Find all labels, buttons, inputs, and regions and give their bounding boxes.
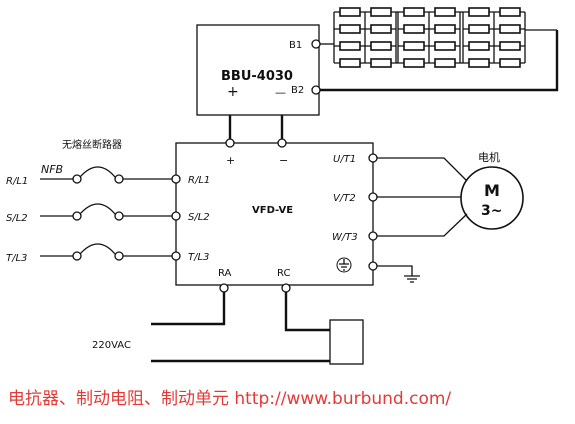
supply-label: 220VAC [92, 340, 131, 351]
terminal-b1 [311, 39, 321, 49]
resistor [339, 7, 361, 17]
terminal-ra [219, 283, 229, 293]
breaker-arc [79, 166, 116, 178]
brake-unit-plus-label: + [227, 84, 239, 100]
motor-wire-u [377, 157, 468, 182]
terminal-dc-plus [225, 138, 235, 148]
inverter-output-u-label: U/T1 [333, 154, 356, 165]
resistor [339, 24, 361, 34]
input-s-label: S/L2 [6, 213, 28, 224]
relay-load-box [329, 319, 364, 365]
breaker-contact [114, 174, 124, 184]
inverter-terminal-v [368, 192, 378, 202]
breaker-pole [40, 203, 172, 221]
resistor [370, 24, 392, 34]
inverter-input-t-label: T/L3 [188, 252, 209, 263]
relay-ra-label: RA [218, 268, 232, 279]
resistor [339, 41, 361, 51]
resistor [468, 7, 490, 17]
resistor [370, 41, 392, 51]
motor-title: 电机 [478, 150, 500, 164]
terminal-dc-minus [277, 138, 287, 148]
inverter-input-s-label: S/L2 [188, 212, 210, 223]
motor-phase: 3~ [481, 203, 502, 219]
breaker-pole [40, 243, 172, 261]
terminal-b2-label: B2 [291, 85, 304, 96]
breaker-contact [72, 211, 82, 221]
terminal-rc [281, 283, 291, 293]
resistor [434, 58, 456, 68]
resistor [434, 41, 456, 51]
resistor [468, 58, 490, 68]
brake-unit-box [196, 24, 320, 116]
inverter-ground-icon [336, 257, 352, 273]
resistor-bank [462, 7, 526, 68]
resistor [403, 58, 425, 68]
rc-wire [284, 292, 330, 332]
relay-rc-label: RC [277, 268, 290, 279]
breaker-poles [40, 166, 172, 261]
resistor-bank [397, 7, 463, 68]
inverter-terminal-w [368, 231, 378, 241]
bank-bus [397, 12, 461, 63]
breaker-title: 无熔丝断路器 [62, 138, 122, 151]
resistor-bank [333, 7, 398, 68]
motor-symbol: M [484, 181, 500, 200]
resistor [370, 58, 392, 68]
input-t-label: T/L3 [6, 253, 27, 264]
inverter-terminal-r [171, 174, 181, 184]
terminal-b1-label: B1 [289, 40, 302, 51]
inverter-terminal-ground [368, 261, 378, 271]
resistor [339, 58, 361, 68]
ground-icon [404, 275, 420, 283]
motor-wire-w [377, 213, 468, 237]
inverter-minus-label: − [279, 154, 288, 167]
ra-wire [151, 292, 226, 326]
breaker-contact [72, 251, 82, 261]
inverter-terminal-u [368, 153, 378, 163]
inverter-box [175, 142, 374, 286]
terminal-b2 [311, 85, 321, 95]
breaker-arc [79, 243, 116, 255]
inverter-terminal-s [171, 211, 181, 221]
footer-text: 电抗器、制动电阻、制动单元 http://www.burbund.com/ [8, 389, 451, 409]
resistor [370, 7, 392, 17]
inverter-plus-label: + [226, 154, 235, 167]
bank-bus [333, 12, 397, 63]
resistor [403, 24, 425, 34]
resistor [499, 24, 521, 34]
inverter-output-w-label: W/T3 [332, 232, 358, 243]
b2-wire [320, 30, 559, 92]
motor-circle [460, 166, 524, 230]
breaker-contact [114, 251, 124, 261]
resistor [434, 24, 456, 34]
resistor [434, 7, 456, 17]
inverter-input-r-label: R/L1 [188, 175, 210, 186]
breaker-pole [40, 166, 172, 184]
inverter-output-v-label: V/T2 [333, 193, 356, 204]
inverter-model: VFD-VE [252, 205, 293, 216]
brake-unit-minus-label: — [275, 86, 286, 99]
resistor [468, 41, 490, 51]
resistor [499, 41, 521, 51]
resistor [403, 7, 425, 17]
ground-wire [377, 265, 413, 276]
breaker-contact [114, 211, 124, 221]
breaker-contact [72, 174, 82, 184]
resistor [499, 7, 521, 17]
resistor [499, 58, 521, 68]
bank-bus [462, 12, 526, 63]
inverter-terminal-t [171, 251, 181, 261]
resistor [403, 41, 425, 51]
input-r-label: R/L1 [6, 176, 28, 187]
brake-unit-model: BBU-4030 [221, 69, 293, 84]
breaker-arc [79, 203, 116, 215]
resistor [468, 24, 490, 34]
braking-resistor-banks [333, 7, 557, 68]
breaker-label: NFB [41, 163, 63, 176]
